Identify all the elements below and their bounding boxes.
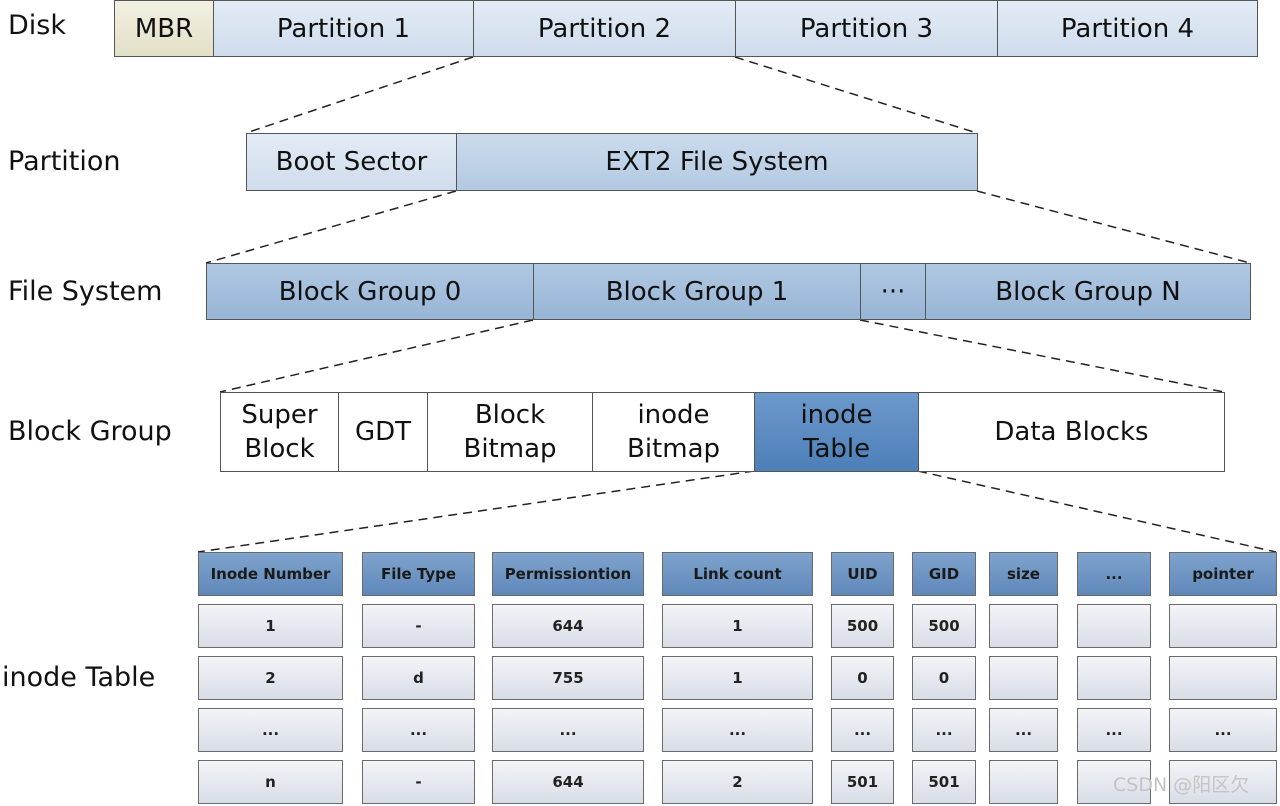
inode-cell-permission: 644	[492, 604, 644, 648]
block-bitmap-box: Block Bitmap	[427, 392, 593, 472]
file-system-label: File System	[8, 276, 163, 307]
connector-bg0-left	[219, 319, 534, 393]
inode-header-size: size	[989, 552, 1058, 596]
connector-partition2-right	[734, 56, 978, 134]
inode-header-pointer: pointer	[1169, 552, 1277, 596]
inode-cell-link-count: 2	[662, 760, 813, 804]
disk-label: Disk	[8, 10, 66, 41]
inode-cell-file-type: -	[362, 760, 475, 804]
inode-cell-more: ...	[1077, 708, 1151, 752]
super-block-box: Super Block	[220, 392, 339, 472]
inode-cell-uid: 0	[831, 656, 894, 700]
inode-cell-file-type: d	[362, 656, 475, 700]
inode-cell-inode-number: ...	[198, 708, 343, 752]
boot-sector-box: Boot Sector	[246, 133, 457, 191]
inode-cell-size	[989, 760, 1058, 804]
inode-header-permission: Permissiontion	[492, 552, 644, 596]
inode-cell-file-type: -	[362, 604, 475, 648]
inode-cell-pointer	[1169, 656, 1277, 700]
inode-cell-pointer	[1169, 604, 1277, 648]
partition-1-box: Partition 1	[213, 0, 474, 57]
ext2-file-system-box: EXT2 File System	[456, 133, 978, 191]
connector-ext2-right	[976, 190, 1251, 264]
partition-3-box: Partition 3	[735, 0, 998, 57]
inode-cell-uid: 501	[831, 760, 894, 804]
inode-cell-uid: 500	[831, 604, 894, 648]
inode-cell-pointer: ...	[1169, 708, 1277, 752]
inode-cell-permission: 755	[492, 656, 644, 700]
inode-cell-gid: ...	[912, 708, 976, 752]
connector-bg1-right	[859, 319, 1225, 393]
inode-cell-pointer	[1169, 760, 1277, 804]
inode-header-uid: UID	[831, 552, 894, 596]
inode-cell-gid: 0	[912, 656, 976, 700]
block-group-label: Block Group	[8, 416, 172, 447]
inode-cell-file-type: ...	[362, 708, 475, 752]
inode-header-more: ...	[1077, 552, 1151, 596]
inode-header-link-count: Link count	[662, 552, 813, 596]
inode-header-gid: GID	[912, 552, 976, 596]
inode-cell-inode-number: 2	[198, 656, 343, 700]
connector-inode-right	[917, 470, 1277, 553]
inode-cell-size	[989, 656, 1058, 700]
inode-cell-gid: 500	[912, 604, 976, 648]
partition-label: Partition	[8, 146, 121, 177]
block-group-0-box: Block Group 0	[206, 263, 534, 320]
data-blocks-box: Data Blocks	[918, 392, 1225, 472]
inode-bitmap-box: inode Bitmap	[592, 392, 755, 472]
inode-cell-uid: ...	[831, 708, 894, 752]
watermark: CSDN @阳区欠	[1113, 774, 1250, 796]
inode-cell-permission: 644	[492, 760, 644, 804]
inode-cell-link-count: 1	[662, 604, 813, 648]
mbr-box: MBR	[114, 0, 214, 57]
inode-cell-inode-number: 1	[198, 604, 343, 648]
inode-header-inode-number: Inode Number	[198, 552, 343, 596]
inode-table-label: inode Table	[2, 662, 156, 693]
inode-cell-more	[1077, 760, 1151, 804]
inode-cell-link-count: ...	[662, 708, 813, 752]
partition-4-box: Partition 4	[997, 0, 1258, 57]
inode-cell-more	[1077, 604, 1151, 648]
block-group-1-box: Block Group 1	[533, 263, 861, 320]
connector-partition2-left	[245, 56, 474, 134]
inode-cell-more	[1077, 656, 1151, 700]
inode-cell-permission: ...	[492, 708, 644, 752]
partition-2-box: Partition 2	[473, 0, 736, 57]
inode-cell-size	[989, 604, 1058, 648]
block-group-n-box: Block Group N	[925, 263, 1251, 320]
ellipsis-box: ···	[860, 263, 926, 320]
inode-table-box: inode Table	[754, 392, 919, 472]
connector-inode-left	[197, 470, 755, 553]
inode-cell-link-count: 1	[662, 656, 813, 700]
inode-cell-size: ...	[989, 708, 1058, 752]
inode-cell-gid: 501	[912, 760, 976, 804]
gdt-box: GDT	[338, 392, 428, 472]
inode-header-file-type: File Type	[362, 552, 475, 596]
connector-ext2-left	[205, 190, 457, 264]
inode-cell-inode-number: n	[198, 760, 343, 804]
